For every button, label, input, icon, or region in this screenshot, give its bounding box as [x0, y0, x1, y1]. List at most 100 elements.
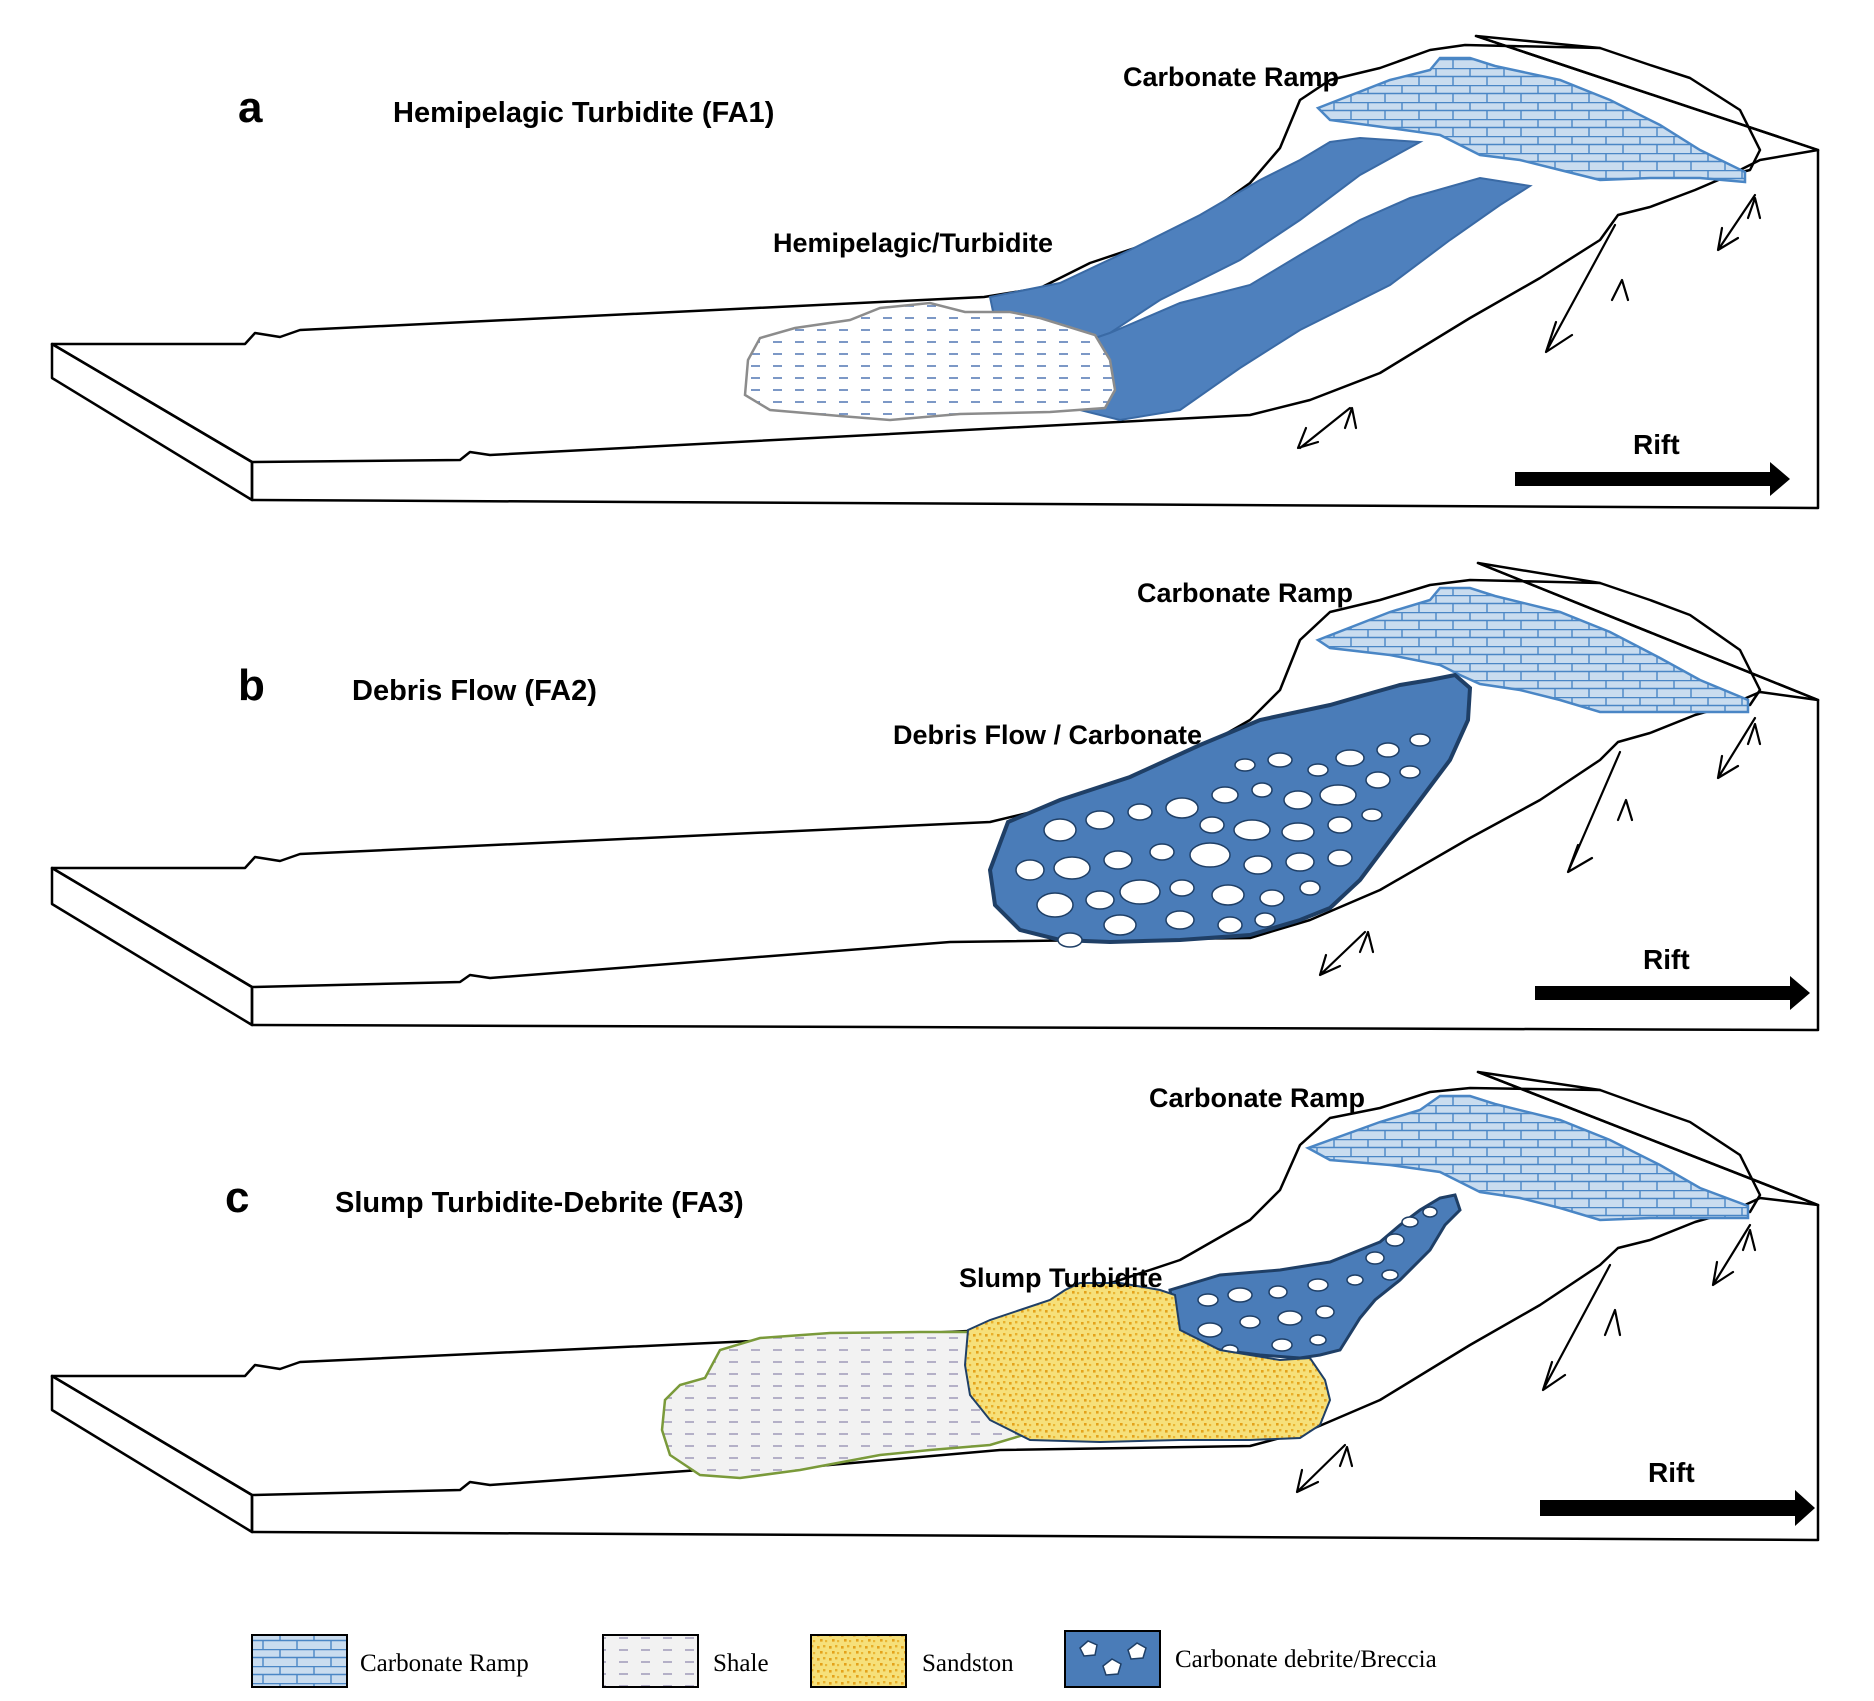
debris-b-clast-8	[1251, 782, 1273, 798]
panel-letter-a: a	[238, 83, 263, 132]
carbonate-ramp-a	[1315, 56, 1747, 184]
fault-1-a	[1296, 406, 1358, 450]
debrite-c-clast-12	[1239, 1315, 1261, 1329]
legend-label-sandston: Sandston	[922, 1650, 1014, 1677]
block-outline-c	[50, 1070, 1820, 1542]
debris-b-clast-10	[1319, 784, 1357, 806]
legend-clast-3	[1127, 1642, 1147, 1660]
debrite-c-clast-10	[1346, 1274, 1364, 1286]
legend: Carbonate Ramp Shale Sandston Carbonate …	[251, 1630, 1437, 1688]
debris-b-clast-39	[1217, 916, 1243, 934]
debris-b-clast-30	[1036, 892, 1074, 918]
fault-2-c	[1541, 1263, 1622, 1392]
debris-b-clast-13	[1043, 818, 1077, 842]
debris-b-clast-41	[1254, 912, 1276, 928]
fault-3-c	[1711, 1223, 1757, 1287]
sandstone-lobe-c	[963, 1282, 1332, 1444]
debris-b-clast-22	[1015, 859, 1045, 881]
panel-title-a: Hemipelagic Turbidite (FA1)	[393, 97, 774, 129]
carbonate-ramp-label-a: Carbonate Ramp	[1123, 62, 1339, 92]
carbonate-ramp-label-b: Carbonate Ramp	[1137, 578, 1353, 608]
hemipelagic-shale-lobe-a	[743, 301, 1117, 422]
rift-arrow-b	[1535, 976, 1810, 1010]
debrite-c-clast-6	[1197, 1293, 1219, 1307]
fault-2-b	[1566, 750, 1634, 874]
debrite-c-clast-2	[1422, 1206, 1438, 1218]
debris-b-clast-28	[1285, 852, 1315, 872]
rift-arrow-c	[1540, 1490, 1815, 1526]
debris-b-clast-21	[1361, 808, 1383, 822]
debris-b-clast-25	[1149, 843, 1175, 861]
debrite-c-clast-8	[1268, 1285, 1288, 1299]
debris-b-clast-18	[1233, 819, 1271, 841]
panel-letter-c: c	[225, 1173, 249, 1222]
debrite-c-clast-16	[1271, 1338, 1293, 1352]
block-front-edge-c	[50, 1196, 1820, 1534]
legend-item-carbonate-debrite: Carbonate debrite/Breccia	[1064, 1630, 1437, 1688]
debrite-c-clast-11	[1197, 1322, 1223, 1338]
debris-b-clast-2	[1267, 752, 1293, 768]
block-front-edge-a	[50, 148, 1820, 502]
fault-3-a	[1716, 193, 1762, 252]
debris-b-clast-12	[1399, 765, 1421, 779]
debris-b-clast-19	[1281, 822, 1315, 842]
slope-edge-c	[1476, 1070, 1820, 1214]
debrite-c-clast-5	[1381, 1269, 1399, 1281]
debrite-c-clast-7	[1227, 1287, 1253, 1303]
debrite-c-clast-17	[1309, 1334, 1327, 1346]
debrite-c-clast-13	[1277, 1310, 1303, 1326]
panel-b: b Debris Flow (FA2) Carbonate Ramp Debri…	[50, 561, 1820, 1032]
hemipelagic-turbidite-label-a: Hemipelagic/Turbidite	[773, 228, 1053, 258]
debris-b-clast-26	[1189, 842, 1231, 868]
legend-item-sandston: Sandston	[810, 1634, 1014, 1688]
rift-label-a: Rift	[1633, 429, 1680, 460]
debrite-c-clast-1	[1401, 1216, 1419, 1228]
legend-swatch-carbonate-ramp	[251, 1634, 348, 1688]
debris-b-clast-23	[1053, 856, 1091, 880]
debris-b-clast-16	[1165, 797, 1199, 819]
debris-b-clast-6	[1409, 733, 1431, 747]
debris-b-clast-31	[1085, 890, 1115, 910]
panel-letter-b: b	[238, 661, 265, 710]
legend-clast-2	[1102, 1658, 1122, 1676]
debris-b-clast-37	[1103, 914, 1137, 936]
debris-flow-label-b: Debris Flow / Carbonate	[893, 720, 1202, 750]
debris-b-clast-15	[1127, 803, 1153, 821]
legend-label-carbonate-ramp: Carbonate Ramp	[360, 1650, 529, 1677]
block-outline-b	[50, 561, 1820, 1032]
panel-title-c: Slump Turbidite-Debrite (FA3)	[335, 1187, 744, 1219]
debris-b-clast-11	[1365, 771, 1391, 789]
debris-b-clast-29	[1327, 849, 1353, 867]
slump-turbidite-label-c: Slump Turbidite	[959, 1263, 1163, 1293]
rift-label-b: Rift	[1643, 944, 1690, 975]
slope-edge-a	[1474, 34, 1820, 177]
legend-item-shale: Shale	[602, 1634, 769, 1688]
debris-b-clast-17	[1199, 816, 1225, 834]
carbonate-ramp-label-c: Carbonate Ramp	[1149, 1083, 1365, 1113]
debris-b-clast-1	[1234, 758, 1256, 772]
fault-3-b	[1716, 716, 1762, 780]
debris-b-clast-7	[1211, 786, 1239, 804]
legend-label-shale: Shale	[713, 1650, 769, 1677]
fault-1-b	[1318, 930, 1375, 977]
panel-a: a Hemipelagic Turbidite (FA1) Carbonate …	[50, 34, 1820, 510]
slope-edge-b	[1476, 561, 1820, 707]
debris-b-clast-24	[1103, 850, 1133, 870]
debrite-c-clast-14	[1315, 1305, 1335, 1319]
debris-b-clast-5	[1376, 742, 1400, 758]
fault-2-a	[1544, 223, 1630, 354]
rift-arrow-a	[1515, 462, 1790, 496]
fault-1-c	[1295, 1443, 1354, 1494]
legend-item-carbonate-ramp: Carbonate Ramp	[251, 1634, 529, 1688]
carbonate-ramp-b	[1315, 586, 1750, 714]
debris-clasts-b	[1015, 733, 1431, 948]
debrite-c-clast-3	[1385, 1233, 1405, 1247]
panel-c: c Slump Turbidite-Debrite (FA3) Carbonat…	[50, 1070, 1820, 1542]
debris-b-clast-36	[1299, 880, 1321, 896]
debris-b-clast-14	[1085, 810, 1115, 830]
turbidite-channel-lower-a	[1059, 176, 1533, 422]
debrite-c-clast-9	[1307, 1278, 1329, 1292]
rift-label-c: Rift	[1648, 1457, 1695, 1488]
